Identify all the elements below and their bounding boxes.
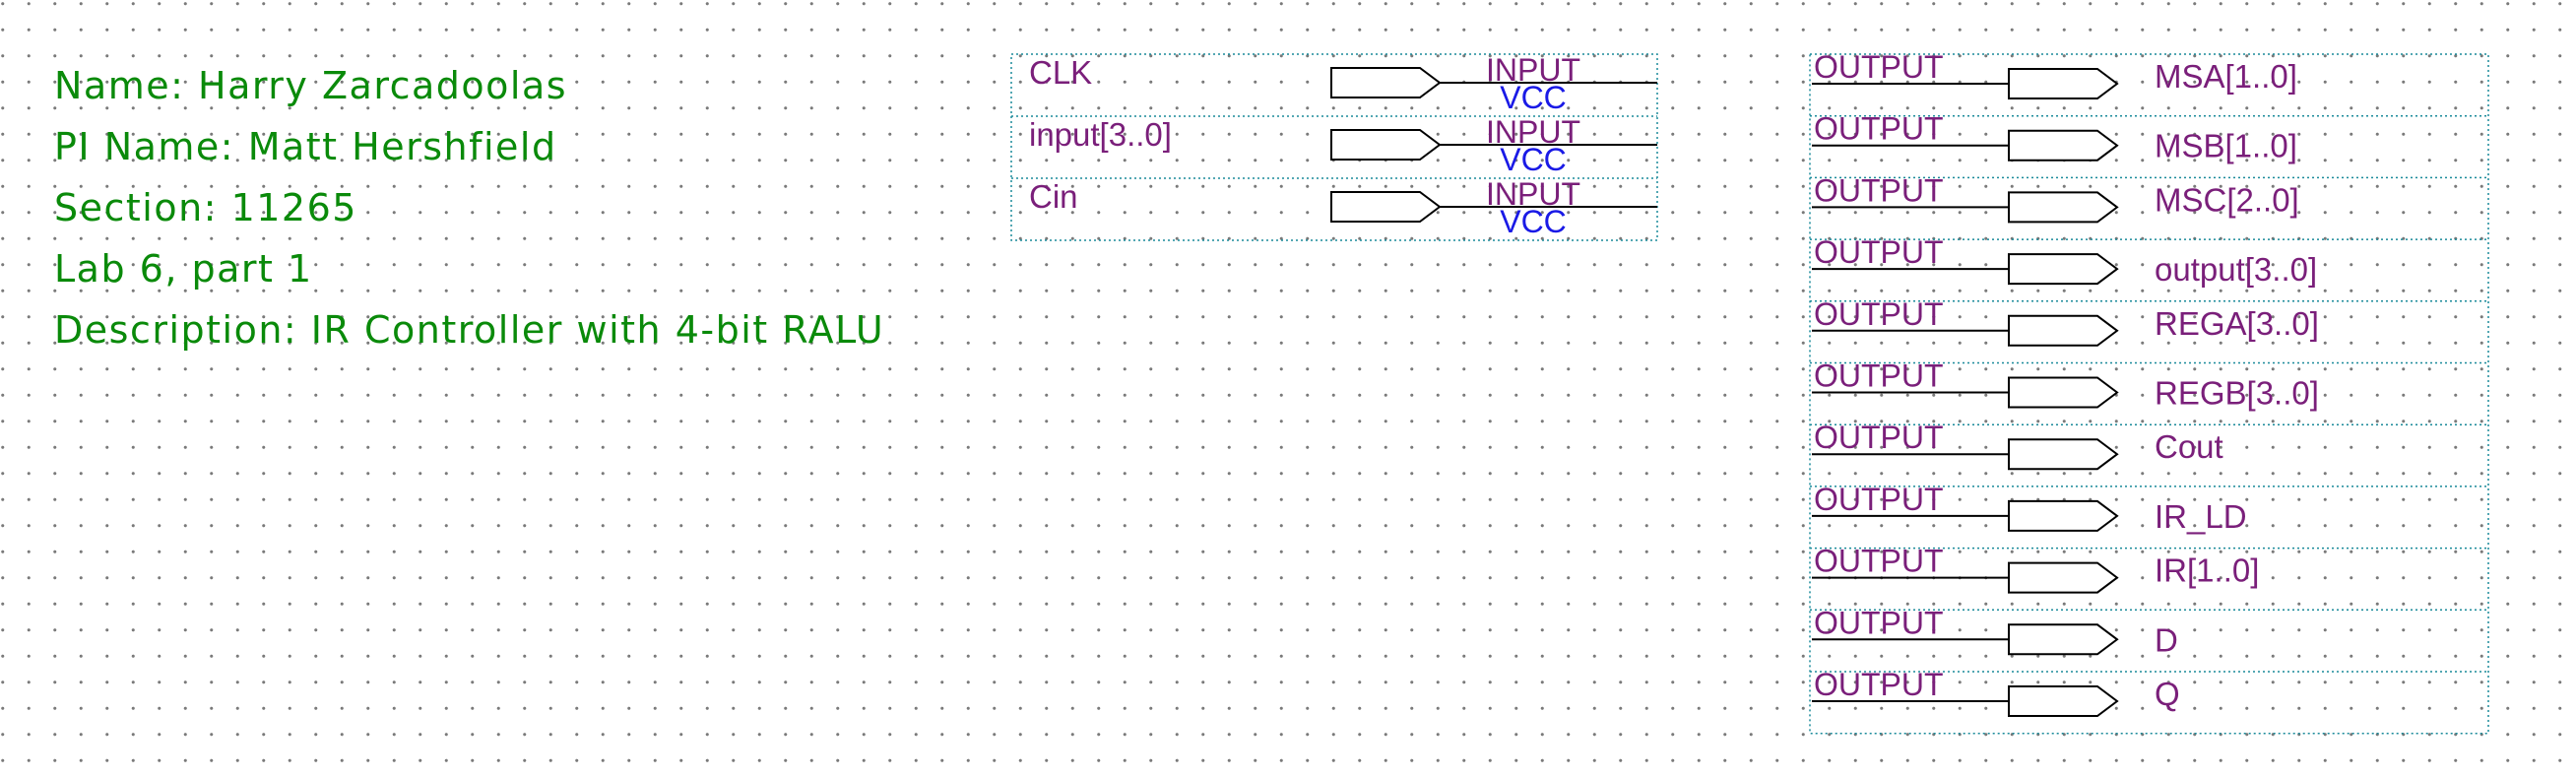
pin-type-label: INPUT: [1486, 52, 1580, 88]
output-pin-msa-1-0[interactable]: OUTPUT MSA[1..0]: [1812, 49, 2297, 99]
output-port-symbol: [2008, 68, 2119, 99]
pin-type-label: OUTPUT: [1814, 667, 1944, 702]
input-port-symbol: [1330, 129, 1442, 161]
pin-name-label: output[3..0]: [2155, 251, 2317, 288]
pin-default-label: VCC: [1500, 204, 1567, 239]
pin-default-label: VCC: [1500, 142, 1567, 177]
input-port-symbol: [1330, 67, 1442, 98]
input-port-symbol: [1330, 191, 1442, 223]
output-pin-msb-1-0[interactable]: OUTPUT MSB[1..0]: [1810, 111, 2488, 164]
output-port-symbol: [2008, 685, 2119, 717]
pin-name-label: IR_LD: [2155, 498, 2247, 535]
output-port-symbol: [2008, 561, 2119, 594]
pin-name-label: Cin: [1029, 178, 1078, 215]
output-port-symbol: [2008, 499, 2119, 532]
pin-type-label: OUTPUT: [1814, 420, 1944, 455]
output-pin-q[interactable]: OUTPUT Q: [1810, 667, 2488, 717]
pin-name-label: IR[1..0]: [2155, 552, 2259, 589]
pin-name-label: REGB[3..0]: [2155, 375, 2319, 412]
pin-type-label: OUTPUT: [1814, 296, 1944, 332]
pin-name-label: MSA[1..0]: [2155, 58, 2297, 95]
output-pin-msc-2-0[interactable]: OUTPUT MSC[2..0]: [1810, 172, 2488, 224]
output-port-symbol: [2008, 623, 2119, 656]
output-pin-output-3-0[interactable]: OUTPUT output[3..0]: [1810, 234, 2488, 288]
note-description: Description: IR Controller with 4-bit RA…: [54, 308, 885, 352]
output-port-symbol: [2008, 191, 2119, 224]
pin-type-label: INPUT: [1486, 114, 1580, 150]
pin-type-label: OUTPUT: [1814, 544, 1944, 579]
output-pin-ir-ld[interactable]: OUTPUT IR_LD: [1810, 482, 2488, 535]
pin-type-label: OUTPUT: [1814, 482, 1944, 517]
pin-type-label: INPUT: [1486, 176, 1580, 212]
note-name: Name: Harry Zarcadoolas: [54, 64, 568, 107]
pin-name-label: Cout: [2155, 428, 2223, 465]
output-port-symbol: [2008, 129, 2119, 162]
pin-type-label: OUTPUT: [1814, 172, 1944, 208]
output-pin-cout[interactable]: OUTPUT Cout: [1810, 420, 2488, 471]
output-port-symbol: [2008, 253, 2119, 286]
output-port-symbol: [2008, 438, 2119, 471]
pin-type-label: OUTPUT: [1814, 111, 1944, 147]
pin-name-label: input[3..0]: [1029, 116, 1172, 153]
pin-type-label: OUTPUT: [1814, 234, 1944, 270]
pin-name-label: Q: [2155, 676, 2180, 712]
pin-name-label: D: [2155, 621, 2178, 658]
output-pin-rega-3-0[interactable]: OUTPUT REGA[3..0]: [1810, 296, 2488, 347]
pin-name-label: MSC[2..0]: [2155, 181, 2299, 218]
pin-type-label: OUTPUT: [1814, 49, 1944, 85]
input-group-border: [1010, 53, 1658, 241]
pin-default-label: VCC: [1500, 80, 1567, 115]
output-pin-d[interactable]: OUTPUT D: [1810, 605, 2488, 658]
output-pin-group: OUTPUT MSA[1..0] OUTPUT MSB[1..0] OUTPUT MSC[…: [1809, 49, 2489, 735]
output-port-symbol: [2008, 376, 2119, 409]
pin-type-label: OUTPUT: [1814, 358, 1944, 394]
note-pi-name: PI Name: Matt Hershfield: [54, 125, 557, 168]
output-pin-regb-3-0[interactable]: OUTPUT REGB[3..0]: [1810, 358, 2488, 412]
output-pin-ir-1-0[interactable]: OUTPUT IR[1..0]: [1810, 544, 2488, 594]
pin-name-label: REGA[3..0]: [2155, 305, 2319, 342]
output-port-symbol: [2008, 314, 2119, 347]
pin-type-label: OUTPUT: [1814, 605, 1944, 640]
pin-name-label: MSB[1..0]: [2155, 128, 2297, 164]
pin-name-label: CLK: [1029, 54, 1092, 91]
note-section: Section: 11265: [54, 186, 357, 229]
note-lab: Lab 6, part 1: [54, 247, 313, 291]
